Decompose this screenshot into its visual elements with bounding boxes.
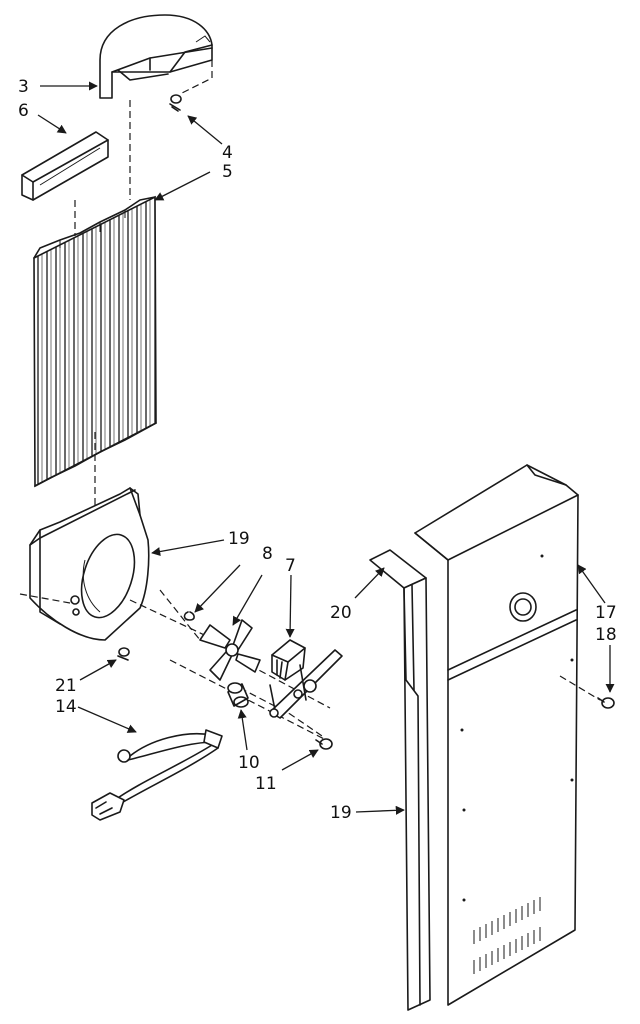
callout-19-top: 19 [228,529,250,549]
channel-part-19 [403,577,431,1011]
fan-shroud-part-19 [29,487,150,641]
callout-8: 8 [262,544,273,564]
callout-11: 11 [255,774,277,794]
callout-20: 20 [330,603,352,623]
callout-5: 5 [222,162,233,182]
callout-19-bottom: 19 [330,803,352,823]
rear-cover-part-17 [414,464,579,1006]
bracket-part-6 [21,131,109,201]
callout-4: 4 [222,143,233,163]
duct-housing-part [99,14,213,99]
screw-part-21 [117,647,130,661]
callout-21: 21 [55,676,77,696]
evaporator-coil-part-5 [33,195,157,488]
grommet-part-10 [227,682,249,708]
callout-6: 6 [18,101,29,121]
callout-17: 17 [595,603,617,623]
screw-part-4 [169,94,182,112]
callout-18: 18 [595,625,617,645]
screw-part-18 [597,697,615,709]
leader-lines [37,81,615,815]
wire-harness-part-14 [91,729,223,821]
vent-slots [473,897,541,974]
callout-3: 3 [18,77,29,97]
screw-part-11 [315,738,333,750]
callout-7: 7 [285,556,296,576]
fan-motor-part-7 [269,639,343,719]
callout-14: 14 [55,697,77,717]
callout-10: 10 [238,753,260,773]
fan-blade-part-8 [199,619,261,681]
